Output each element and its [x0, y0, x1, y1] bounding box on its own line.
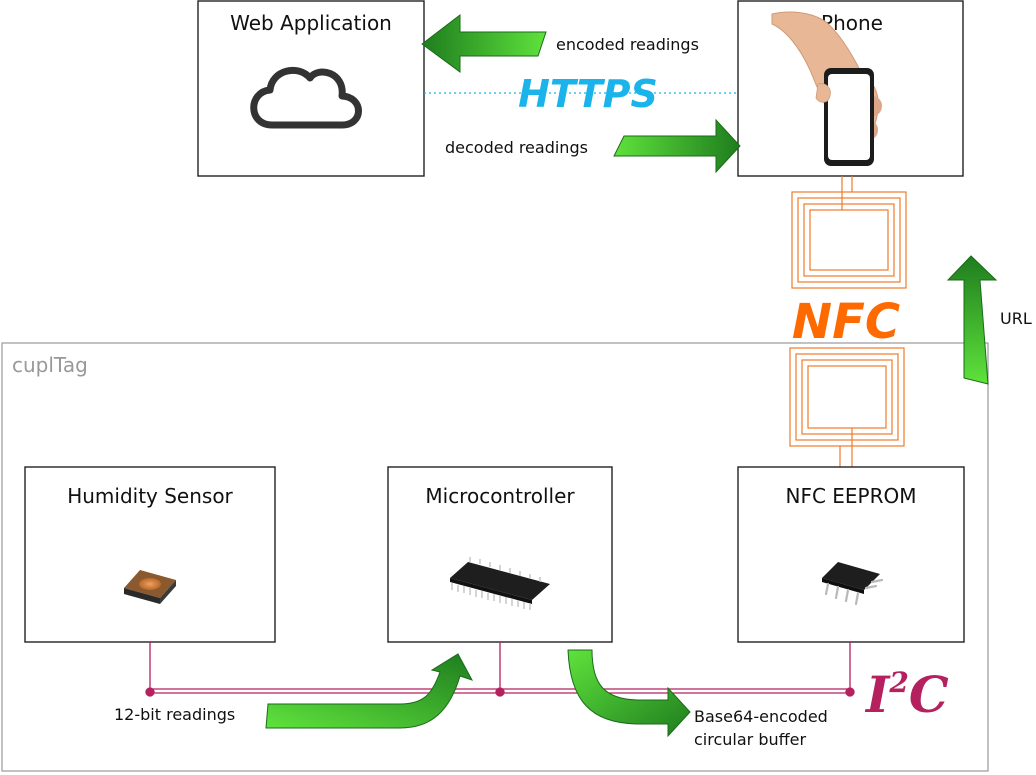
microcontroller-chip-icon: [450, 557, 550, 610]
url-arrow: [946, 255, 998, 385]
web-application-box: Web Application: [197, 0, 425, 177]
i2c-label: I2C: [864, 665, 949, 724]
nfc-eeprom-label: NFC EEPROM: [785, 484, 916, 508]
nfc-antenna-coil-bottom: [789, 347, 905, 468]
cloud-icon: [250, 66, 362, 129]
hand-holding-phone-icon: [771, 11, 882, 166]
microcontroller-label: Microcontroller: [425, 484, 575, 508]
eeprom-chip-icon: [822, 562, 884, 606]
twelve-bit-readings-label: 12-bit readings: [114, 705, 235, 724]
web-application-label: Web Application: [230, 11, 392, 35]
microcontroller-box: Microcontroller: [387, 466, 613, 643]
humidity-sensor-box: Humidity Sensor: [24, 466, 276, 643]
encoded-readings-label: encoded readings: [556, 35, 699, 54]
phone-box: Phone: [737, 0, 964, 177]
decoded-readings-arrow: [613, 118, 741, 174]
humidity-sensor-chip-icon: [124, 570, 176, 604]
nfc-label: NFC: [792, 294, 900, 350]
cupltag-label: cuplTag: [12, 353, 88, 377]
twelve-bit-readings-arrow: [265, 653, 474, 729]
nfc-eeprom-box: NFC EEPROM: [737, 466, 965, 643]
base64-buffer-label-line1: Base64-encoded: [694, 707, 828, 726]
i2c-bus: [145, 642, 855, 697]
encoded-readings-arrow: [421, 13, 547, 73]
base64-buffer-label-line2: circular buffer: [694, 730, 806, 749]
url-label: URL: [1000, 309, 1032, 328]
https-label: HTTPS: [518, 72, 658, 116]
humidity-sensor-label: Humidity Sensor: [67, 484, 233, 508]
nfc-antenna-coil-top: [791, 176, 907, 289]
decoded-readings-label: decoded readings: [445, 138, 588, 157]
base64-buffer-arrow: [567, 649, 691, 738]
cupltag-group: [1, 342, 989, 772]
